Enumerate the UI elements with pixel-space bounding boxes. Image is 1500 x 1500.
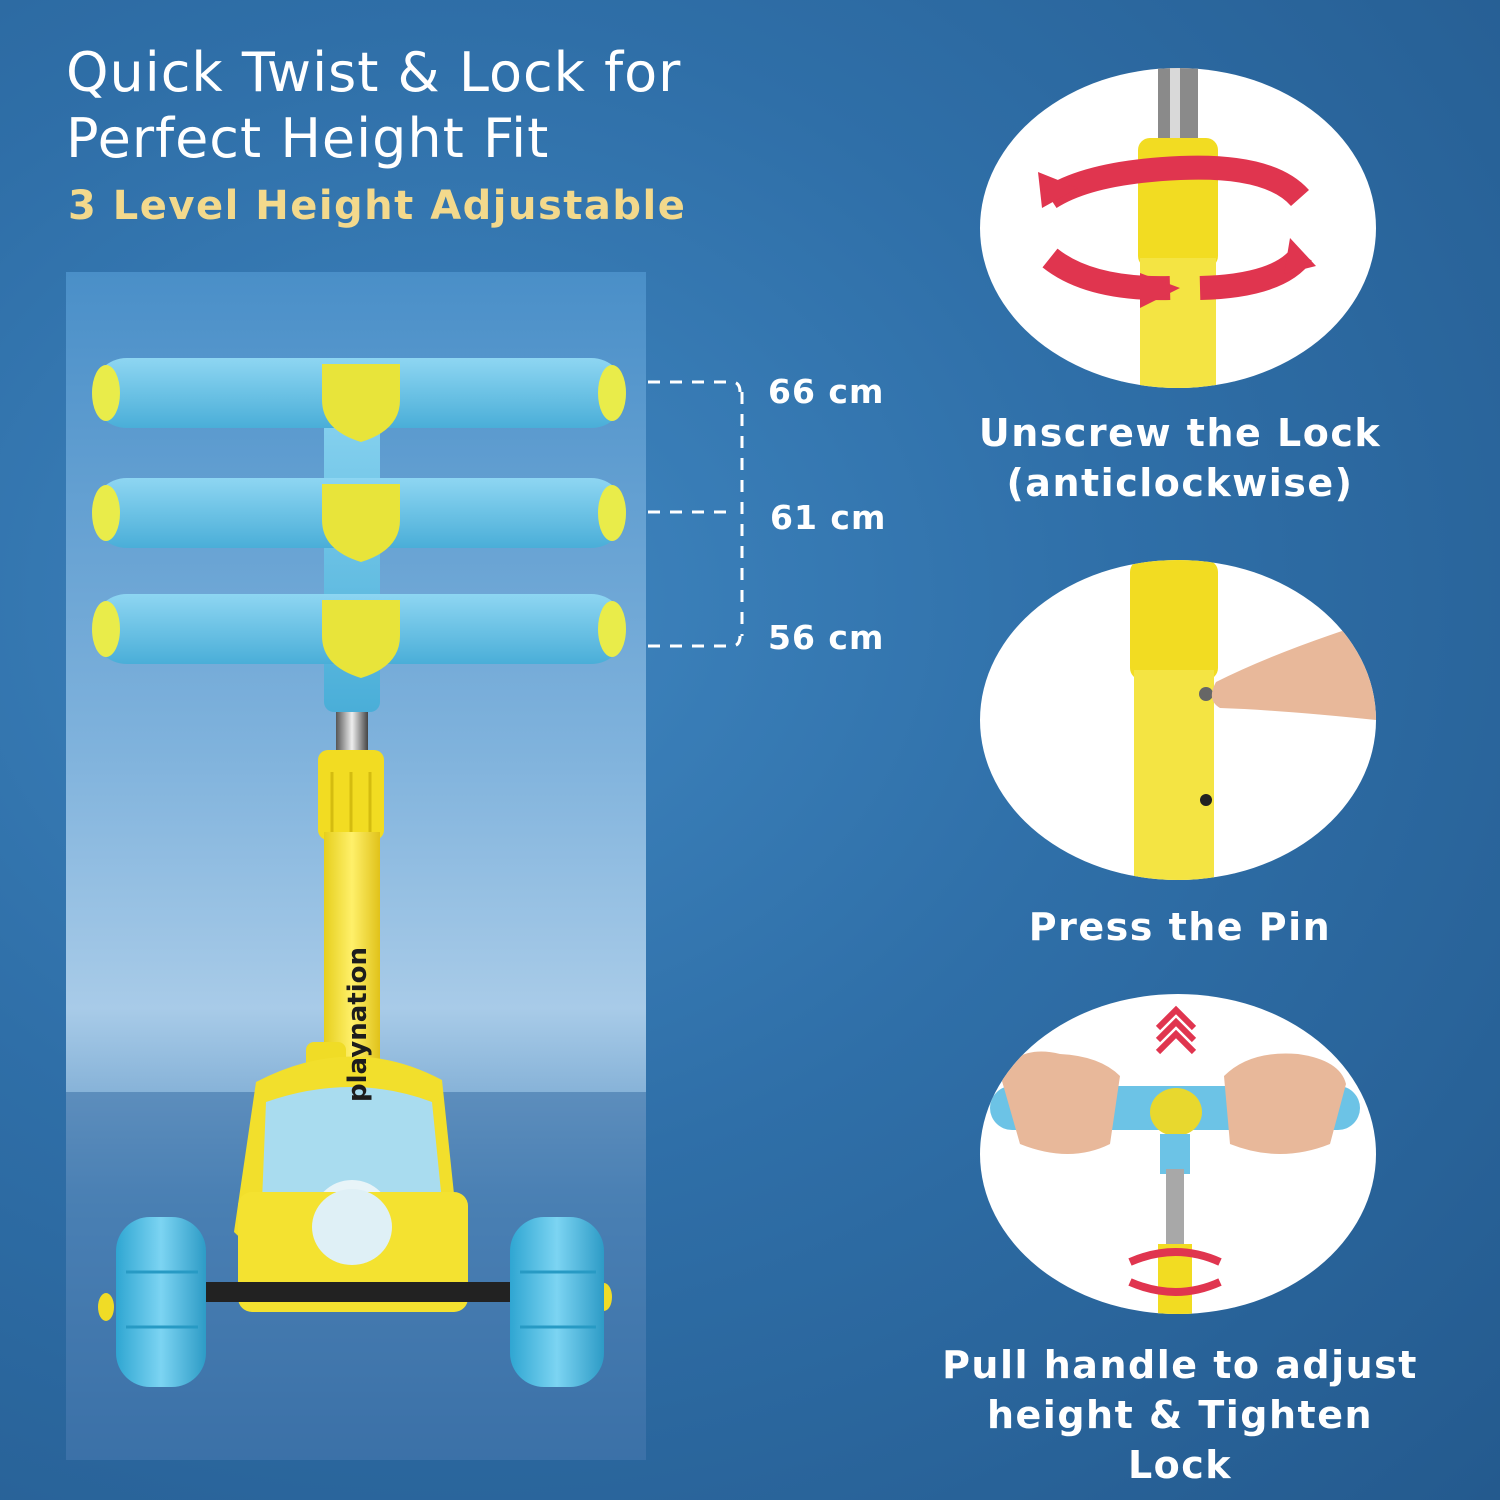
chevron-up-icon xyxy=(1155,1005,1197,1055)
brand-logo-text: playnation xyxy=(343,947,373,1102)
handlebar-66cm xyxy=(92,358,626,442)
title-line-2: Perfect Height Fit xyxy=(66,107,550,170)
step-press-pin-caption: Press the Pin xyxy=(1028,905,1332,949)
page-subtitle: 3 Level Height Adjustable xyxy=(68,183,687,229)
finger-press-icon xyxy=(1211,620,1376,720)
height-bracket xyxy=(648,380,744,648)
scooter-product-image: playnation xyxy=(66,272,646,1460)
handlebar-56cm xyxy=(92,594,626,678)
rotate-arrows-icon xyxy=(1038,155,1316,308)
step-unscrew-image xyxy=(980,68,1376,388)
height-label-56: 56 cm xyxy=(768,618,885,657)
handlebar-61cm xyxy=(92,478,626,562)
step-unscrew-caption: Unscrew the Lock (anticlockwise) xyxy=(978,411,1382,505)
small-rotate-arrows-icon xyxy=(1128,1248,1222,1296)
step-pull-handle-caption: Pull handle to adjust height & Tighten L… xyxy=(942,1343,1418,1487)
right-wheel xyxy=(510,1217,604,1387)
title-line-1: Quick Twist & Lock for xyxy=(66,41,682,104)
height-label-61: 61 cm xyxy=(770,498,887,537)
step-pull-handle-image xyxy=(980,994,1376,1314)
page-title: Quick Twist & Lock for Perfect Height Fi… xyxy=(66,40,681,172)
step-press-pin-image xyxy=(980,560,1376,880)
left-wheel xyxy=(116,1217,206,1387)
height-label-66: 66 cm xyxy=(768,372,885,411)
